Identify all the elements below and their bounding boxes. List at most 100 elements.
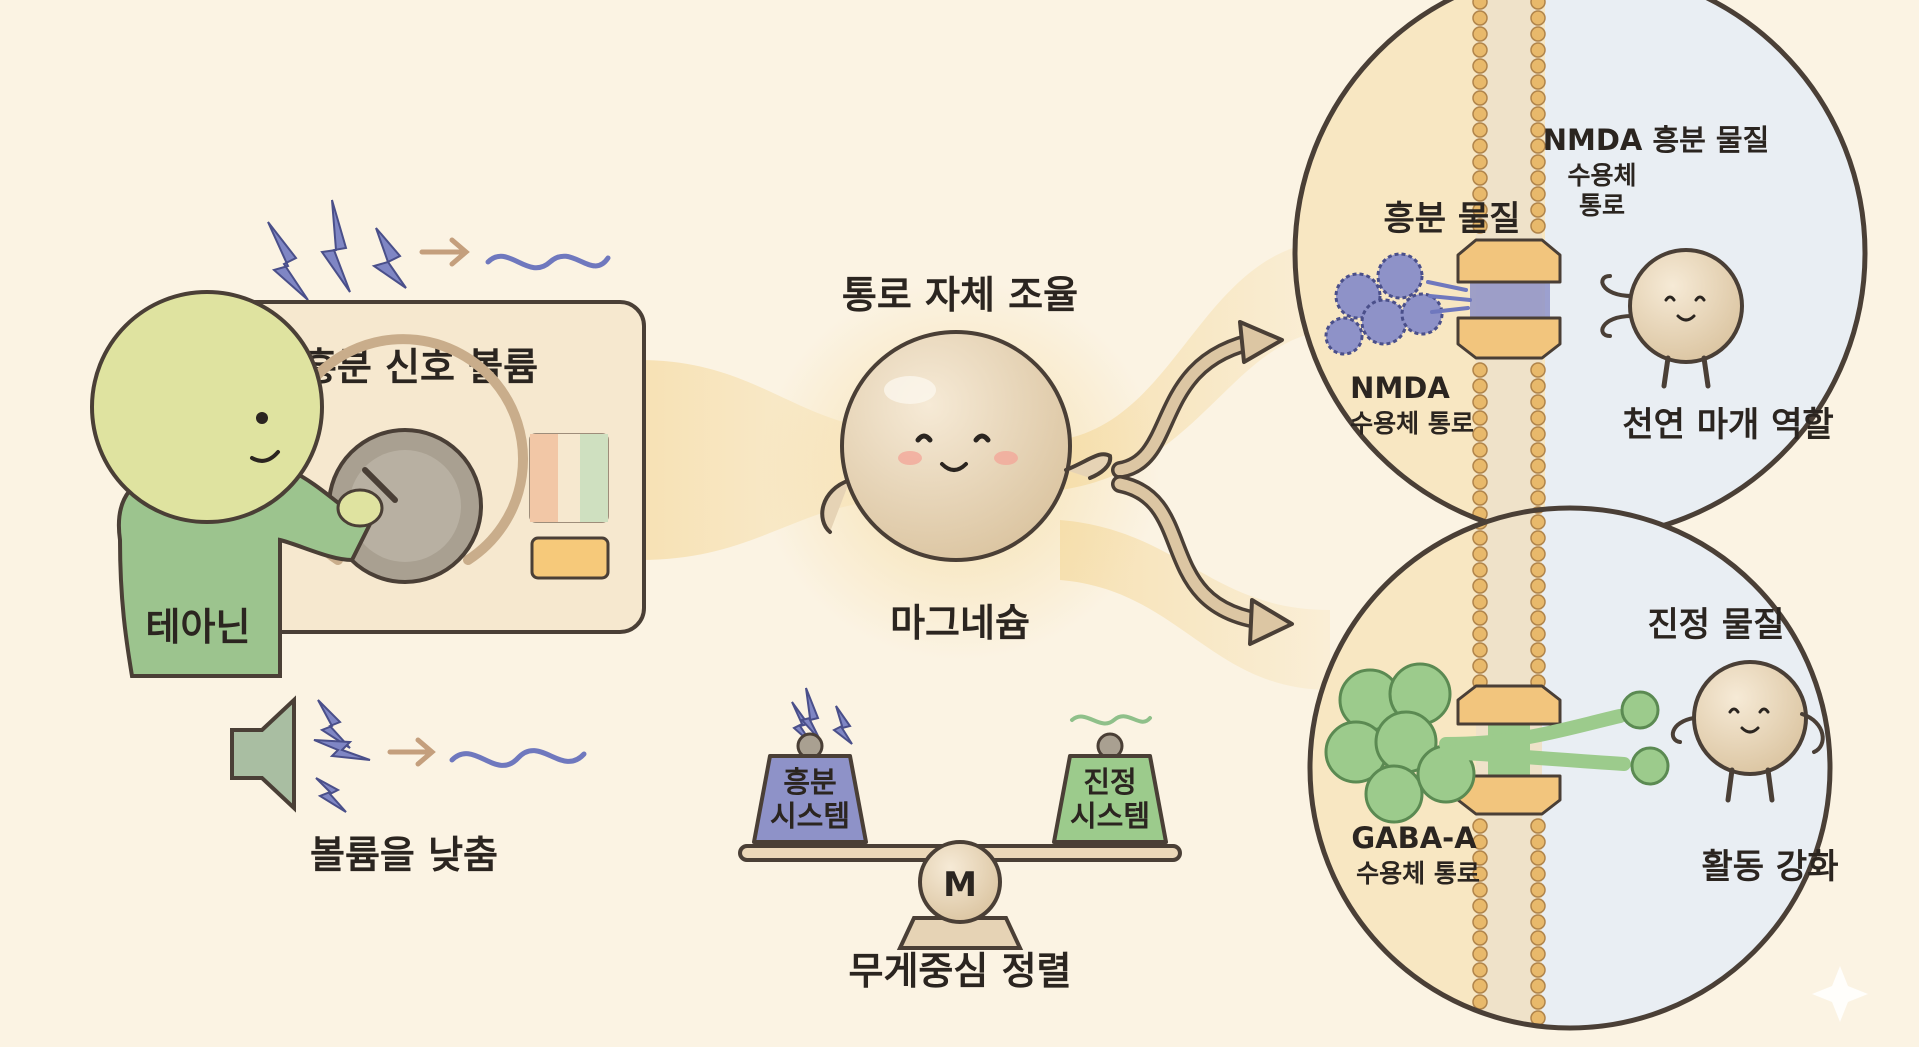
membrane-bead [1472, 42, 1488, 58]
membrane-bead [1472, 898, 1488, 914]
membrane-bead [1472, 458, 1488, 474]
membrane-bead [1472, 578, 1488, 594]
membrane-bead [1530, 474, 1546, 490]
membrane-bead [1530, 962, 1546, 978]
membrane-bead [1530, 834, 1546, 850]
membrane-bead [1472, 866, 1488, 882]
membrane-bead [1530, 218, 1546, 234]
theanine-hand [336, 488, 384, 528]
membrane-bead [1472, 138, 1488, 154]
membrane-bead [1530, 0, 1546, 10]
membrane-bead [1530, 106, 1546, 122]
theanine-head [90, 290, 324, 524]
membrane-bead [1530, 946, 1546, 962]
membrane-bead [1472, 594, 1488, 610]
membrane-bead [1472, 530, 1488, 546]
membrane-bead [1472, 10, 1488, 26]
membrane-bead [1472, 0, 1488, 10]
excitatory-substance-label: 흥분 물질 [1384, 199, 1521, 239]
membrane-bead [1472, 642, 1488, 658]
arrow-icon [1248, 598, 1294, 646]
channel-self-regulation-label: 통로 자체 조율 [842, 273, 1078, 317]
membrane-bead [1530, 578, 1546, 594]
volume-knob-icon[interactable] [278, 334, 528, 584]
membrane-bead [1530, 26, 1546, 42]
membrane-bead [1472, 962, 1488, 978]
nmda-top-label: 수용체 [1567, 161, 1636, 190]
volume-button[interactable] [530, 536, 610, 580]
magnesium-smile [940, 462, 968, 472]
lightning-icon [267, 221, 309, 301]
membrane-bead [1472, 90, 1488, 106]
balance-center-label: 무게중심 정렬 [849, 949, 1072, 993]
membrane-bead [1530, 642, 1546, 658]
membrane-bead [1472, 546, 1488, 562]
lightning-group-top [267, 199, 611, 301]
sedative-system-label: 진정 [1083, 765, 1136, 799]
membrane-bead [1530, 42, 1546, 58]
sedative-particles [1324, 662, 1670, 824]
magnesium-eye [915, 433, 933, 443]
membrane-bead [1472, 394, 1488, 410]
magnesium-character [820, 330, 1113, 562]
membrane-bead [1530, 1026, 1546, 1028]
membrane-bead [1472, 410, 1488, 426]
membrane-bead [1530, 594, 1546, 610]
scale-fulcrum [918, 840, 1002, 924]
membrane-bead [1472, 626, 1488, 642]
membrane-bead [1530, 122, 1546, 138]
theanine-label: 테아닌 [146, 605, 251, 649]
membrane-bead [1472, 218, 1488, 234]
membrane-bead [1530, 490, 1546, 506]
membrane-bead [1530, 362, 1546, 378]
membrane-bead [1530, 74, 1546, 90]
membrane-bead [1530, 10, 1546, 26]
magnesium-plug-character [1600, 248, 1744, 389]
membrane-bead [1530, 514, 1546, 530]
excitatory-system-label: 흥분 [783, 765, 836, 799]
theanine-character: 테아닌 [90, 290, 384, 678]
membrane-bead [1472, 474, 1488, 490]
membrane-bead [1530, 914, 1546, 930]
membrane-bead [1530, 202, 1546, 218]
membrane-bead [1530, 658, 1546, 674]
sedative-weight [1052, 754, 1168, 844]
membrane-bead [1530, 546, 1546, 562]
lower-volume-label: 볼륨을 낮춤 [310, 833, 498, 877]
gaba-channel-label: 수용체 통로 [1356, 859, 1480, 888]
membrane-bead [1472, 202, 1488, 218]
membrane-bead [1472, 562, 1488, 578]
membrane-bead [1472, 362, 1488, 378]
membrane-bead [1530, 562, 1546, 578]
lightning-icon [832, 705, 853, 745]
lightning-icon [371, 227, 407, 289]
membrane-bead [1472, 122, 1488, 138]
arrow-icon [419, 237, 470, 267]
membrane-bead [1472, 58, 1488, 74]
membrane-bead [1472, 946, 1488, 962]
lightning-icon [313, 739, 371, 761]
membrane-bead [1472, 74, 1488, 90]
natural-plug-label: 천연 마개 역할 [1622, 405, 1833, 445]
arrow-icon [387, 737, 436, 767]
membrane-bead [1472, 490, 1488, 506]
magnesium-eye [973, 433, 991, 443]
nmda-top-label: 통로 [1579, 191, 1625, 220]
lightning-icon [317, 699, 351, 749]
membrane-bead [1472, 914, 1488, 930]
balance-scale: M 흥분 시스템 진정 시스템 [738, 687, 1182, 950]
enhance-activity-label: 활동 강화 [1702, 847, 1839, 887]
membrane-bead [1472, 106, 1488, 122]
wave-icon [1070, 714, 1152, 726]
membrane-bead [1472, 1026, 1488, 1028]
lightning-icon [320, 199, 351, 293]
membrane-bead [1530, 626, 1546, 642]
membrane-bead [1530, 530, 1546, 546]
membrane-bead [1530, 186, 1546, 202]
speaker-icon [230, 695, 296, 813]
nmda-magnified-circle [1292, 0, 1868, 541]
membrane-bead [1472, 170, 1488, 186]
membrane-bead [1472, 930, 1488, 946]
wave-icon [449, 748, 587, 768]
membrane-bead [1472, 426, 1488, 442]
